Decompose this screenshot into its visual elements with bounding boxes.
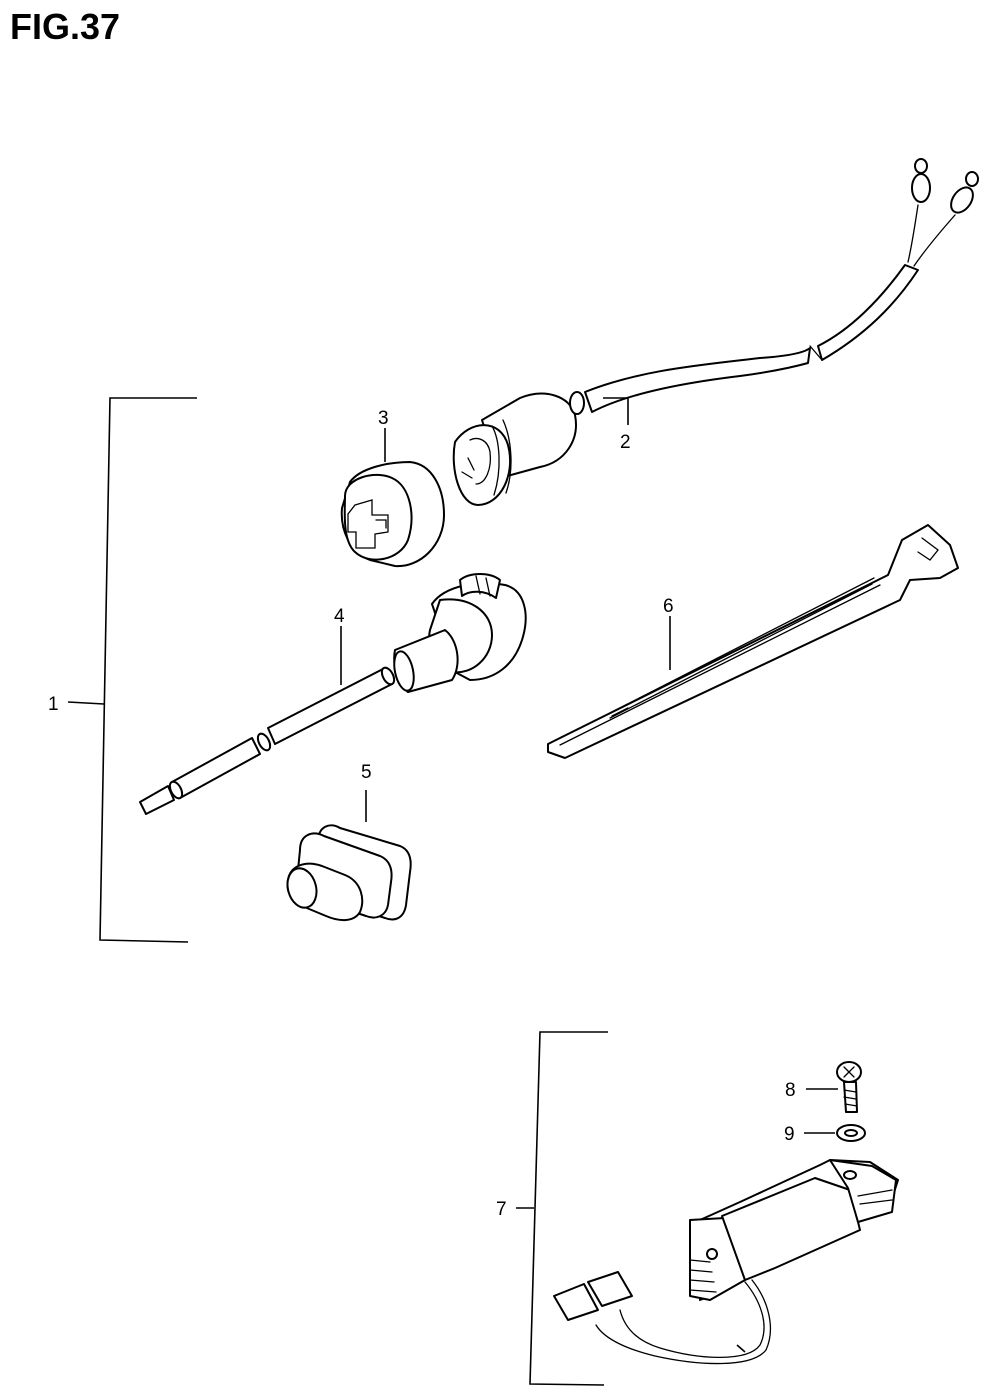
callout-8: 8 <box>785 1080 796 1101</box>
callout-7: 7 <box>496 1199 507 1220</box>
part-7-module <box>553 1159 899 1365</box>
part-6-cable-tie <box>547 524 959 759</box>
callout-1: 1 <box>48 694 59 715</box>
callout-5: 5 <box>361 762 372 783</box>
callout-3: 3 <box>378 408 389 429</box>
callout-4: 4 <box>334 606 345 627</box>
callout-9: 9 <box>784 1124 795 1145</box>
part-5-grommet <box>286 790 412 922</box>
callout-2: 2 <box>620 432 631 453</box>
part-9-washer <box>804 1124 866 1142</box>
part-8-screw <box>806 1061 862 1113</box>
part-2-wire-harness <box>452 158 979 506</box>
group-bracket-1 <box>67 397 197 943</box>
figure-title: FIG.37 <box>10 6 121 47</box>
callout-6: 6 <box>663 596 674 617</box>
part-4-connector-lead <box>139 573 527 815</box>
group-bracket-7 <box>516 1031 608 1386</box>
part-3-connector-cap <box>340 428 445 568</box>
